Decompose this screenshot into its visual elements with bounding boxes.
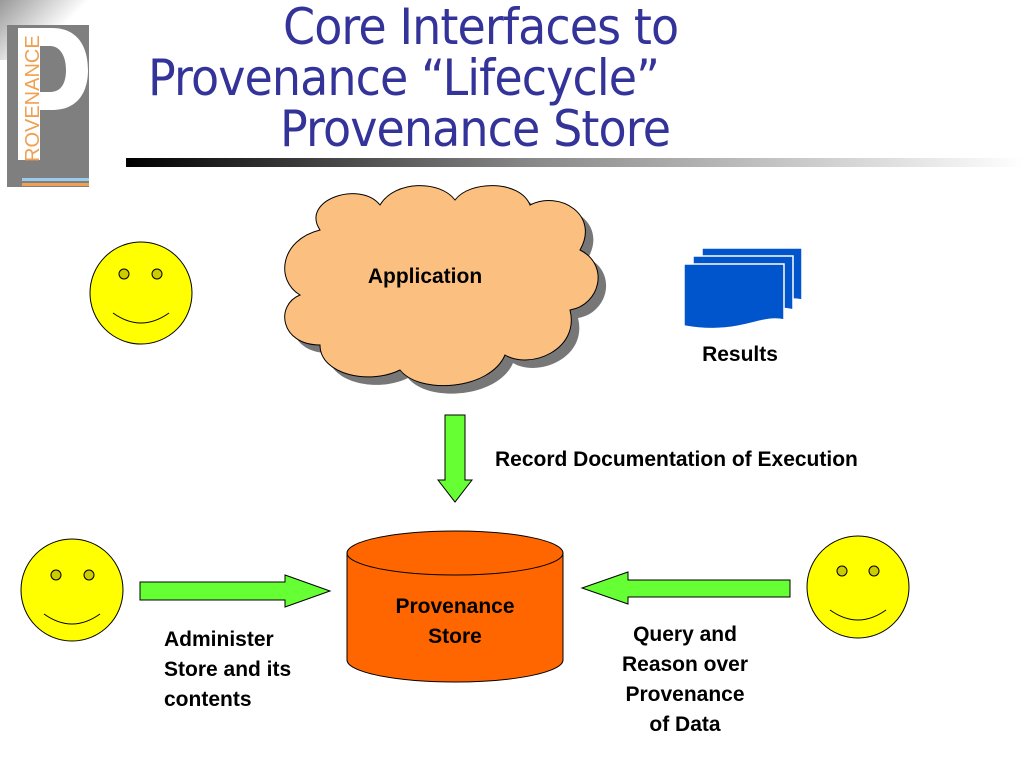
arrow-left-icon [580, 571, 791, 605]
provenance-logo: ROVENANCE [0, 0, 90, 190]
smiley-face-icon [806, 535, 910, 639]
store-label-line-2: Store [428, 625, 482, 648]
title-line-3: Provenance Store [280, 100, 671, 158]
query-line: Reason over [621, 653, 749, 676]
smiley-face-icon [89, 241, 193, 345]
store-label: Provenance Store [365, 592, 545, 652]
smiley-face-icon [20, 538, 124, 642]
administer-line: Administer [164, 628, 274, 651]
results-label: Results [702, 343, 778, 366]
query-label: Query and Reason over Provenance of Data [595, 620, 775, 740]
results-document-icon [683, 247, 803, 330]
administer-line: contents [164, 688, 252, 711]
provenance-store-cylinder [346, 530, 564, 683]
record-label: Record Documentation of Execution [495, 448, 858, 471]
title-line-1: Core Interfaces to [283, 0, 679, 56]
title-line-2: Provenance “Lifecycle” [148, 49, 660, 107]
query-line: Provenance [625, 683, 745, 706]
arrow-right-icon [139, 574, 332, 608]
query-line: of Data [649, 713, 721, 736]
title-underline [126, 158, 1024, 167]
administer-line: Store and its [164, 658, 292, 681]
application-cloud [284, 185, 599, 387]
logo-letter-p-icon [18, 28, 88, 160]
arrow-down-icon [436, 414, 474, 503]
application-label: Application [367, 265, 483, 288]
store-label-line-1: Provenance [395, 595, 515, 618]
administer-label: Administer Store and its contents [164, 625, 291, 715]
query-line: Query and [633, 623, 737, 646]
